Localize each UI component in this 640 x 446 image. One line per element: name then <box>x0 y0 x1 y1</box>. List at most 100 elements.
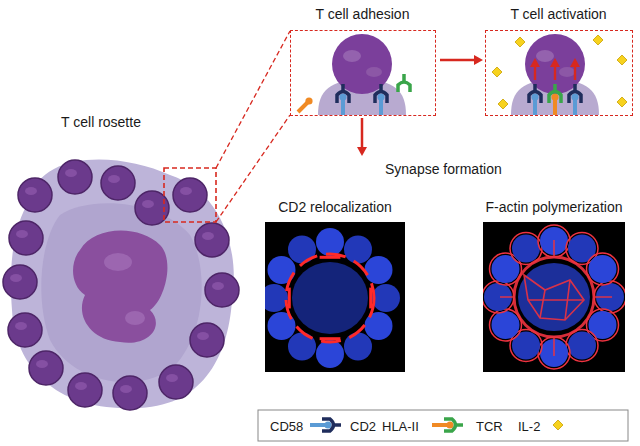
t-cell-activation-drawing <box>534 66 536 80</box>
cd2-micrograph <box>365 256 393 284</box>
rosette-micrograph <box>29 351 63 385</box>
rosette-micrograph <box>125 311 145 325</box>
panel-heading: F-actin polymerization <box>444 199 640 216</box>
flow-arrow <box>357 118 367 156</box>
rosette-micrograph <box>173 178 207 212</box>
f-actin-micrograph <box>500 240 612 356</box>
f-actin-micrograph <box>500 240 612 356</box>
cd2-micrograph <box>286 254 374 342</box>
rosette-micrograph <box>108 175 120 183</box>
image-panel: T cell rosette <box>5 108 245 418</box>
rosette-micrograph <box>190 323 224 357</box>
t-cell-activation-drawing <box>617 97 627 107</box>
rosette-micrograph <box>16 230 28 238</box>
panel-heading: T cell adhesion <box>253 6 473 23</box>
panel-heading: T cell rosette <box>0 114 221 131</box>
t-cell-adhesion-drawing <box>375 84 387 115</box>
t-cell-activation-drawing <box>569 84 581 115</box>
t-cell-activation-drawing <box>530 58 580 80</box>
t-cell-adhesion-drawing <box>402 74 406 81</box>
f-actin-micrograph <box>518 263 590 331</box>
cd2-micrograph <box>316 340 344 368</box>
rosette-micrograph <box>180 187 192 195</box>
t-cell-activation-drawing <box>593 35 603 45</box>
cd2-micrograph <box>316 228 344 256</box>
cd2-micrograph <box>320 337 341 340</box>
arrow-head <box>357 147 367 156</box>
t-cell-adhesion-drawing <box>398 82 410 92</box>
rosette-micrograph <box>166 374 178 382</box>
t-cell-activation-drawing <box>515 37 525 47</box>
legend-label: CD58 <box>270 419 303 434</box>
legend-icons <box>258 410 628 441</box>
cd2-micrograph <box>320 256 341 259</box>
f-actin-micrograph <box>492 311 520 339</box>
rosette-micrograph <box>195 223 229 257</box>
f-actin-micrograph <box>589 255 617 283</box>
t-cell-activation-drawing <box>492 34 627 115</box>
t-cell-activation-drawing <box>574 66 576 80</box>
rosette-micrograph <box>18 178 52 212</box>
legend-icons <box>310 419 341 431</box>
t-cell-activation-drawing <box>570 58 580 67</box>
t-cell-adhesion-drawing <box>298 34 410 115</box>
rosette-micrograph <box>15 322 27 330</box>
rosette-micrograph <box>3 265 37 299</box>
cd2-micrograph <box>292 262 368 334</box>
rosette-micrograph <box>159 365 193 399</box>
rosette-micrograph <box>73 231 167 343</box>
zoom-line <box>216 31 290 222</box>
panel-heading: Synapse formation <box>385 161 585 178</box>
cd2-micrograph <box>265 228 400 368</box>
t-cell-activation-drawing <box>529 84 541 115</box>
legend-entry: IL-2 <box>518 417 540 435</box>
f-actin-micrograph <box>524 275 584 320</box>
rosette-micrograph <box>113 376 147 410</box>
legend-icons <box>553 420 563 430</box>
t-cell-activation-drawing <box>492 67 502 77</box>
zoom-line <box>216 31 290 168</box>
micrograph-panel: F-actin polymerization <box>483 222 625 372</box>
t-cell-activation-drawing <box>554 66 556 80</box>
t-cell-adhesion-drawing <box>305 97 312 104</box>
rosette-micrograph <box>202 232 214 240</box>
rosette-micrograph <box>104 253 132 271</box>
legend-entry: HLA-II <box>382 417 419 435</box>
cd2-micrograph <box>265 228 400 368</box>
flow-arrow <box>440 55 483 65</box>
t-cell-activation-drawing <box>511 34 599 115</box>
f-actin-micrograph <box>483 225 625 369</box>
arrow-line <box>361 118 364 149</box>
legend-icons <box>258 410 628 441</box>
micrograph-panel: CD2 relocalization <box>265 222 405 372</box>
f-actin-micrograph <box>482 222 626 372</box>
legend-icons <box>432 419 463 431</box>
rosette-micrograph <box>75 382 87 390</box>
panel-heading: CD2 relocalization <box>225 199 445 216</box>
f-actin-micrograph <box>568 332 596 360</box>
rosette-micrograph <box>3 160 239 410</box>
rosette-micrograph <box>8 313 42 347</box>
rosette-micrograph <box>164 168 216 222</box>
f-actin-micrograph <box>514 257 594 337</box>
legend-entry: CD58 <box>270 417 303 435</box>
rosette-micrograph <box>142 200 154 208</box>
arrow-head <box>474 55 483 65</box>
rosette-micrograph <box>101 166 135 200</box>
rosette-micrograph <box>65 169 77 177</box>
panel-group: Synapse formationCD2 relocalization F-act… <box>262 158 630 375</box>
f-actin-micrograph <box>512 332 540 360</box>
legend-label: TCR <box>476 419 503 434</box>
rosette-micrograph <box>120 385 132 393</box>
rosette-micrograph <box>212 282 224 290</box>
arrow-line <box>440 59 476 62</box>
t-cell-adhesion-drawing <box>337 84 349 115</box>
t-cell-activation-drawing <box>530 58 540 67</box>
legend-entry: TCR <box>476 417 503 435</box>
rosette-micrograph <box>25 187 37 195</box>
f-actin-micrograph <box>528 280 584 320</box>
cd2-micrograph <box>369 288 372 309</box>
rosette-micrograph <box>205 273 239 307</box>
rosette-micrograph <box>11 159 234 408</box>
